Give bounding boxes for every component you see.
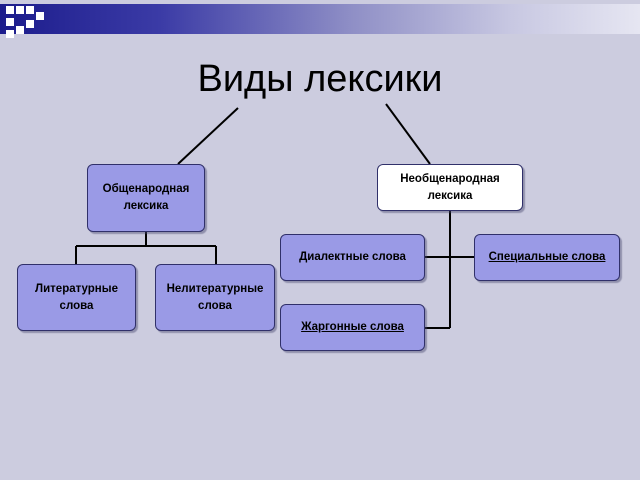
node-literary-words: Литературные слова	[17, 264, 136, 331]
node-label: Жаргонные слова	[301, 321, 404, 333]
node-special-words: Специальные слова	[474, 234, 620, 281]
banner-square	[16, 26, 24, 34]
node-label: Диалектные слова	[299, 251, 406, 263]
node-dialect-words: Диалектные слова	[280, 234, 425, 281]
node-label: Общенародная лексика	[102, 183, 190, 212]
node-common-lexicon: Общенародная лексика	[87, 164, 205, 232]
node-label: Нелитературные слова	[166, 282, 264, 312]
banner-square	[36, 12, 44, 20]
banner-square	[16, 6, 24, 14]
banner-square	[26, 20, 34, 28]
node-label: Необщенародная лексика	[400, 172, 500, 202]
banner-square	[6, 30, 14, 38]
node-label: Литературные слова	[35, 282, 118, 312]
banner-square	[26, 6, 34, 14]
banner-gradient	[0, 4, 640, 34]
node-nonliterary-words: Нелитературные слова	[155, 264, 275, 331]
diagram-title: Виды лексики	[197, 58, 443, 100]
connector-title-common	[177, 107, 239, 165]
node-noncommon-lexicon: Необщенародная лексика	[377, 164, 523, 211]
banner-square	[6, 6, 14, 14]
node-jargon-words: Жаргонные слова	[280, 304, 425, 351]
top-banner	[0, 0, 640, 40]
node-label: Специальные слова	[488, 251, 606, 263]
connector-title-noncommon	[385, 103, 431, 165]
banner-square	[6, 18, 14, 26]
